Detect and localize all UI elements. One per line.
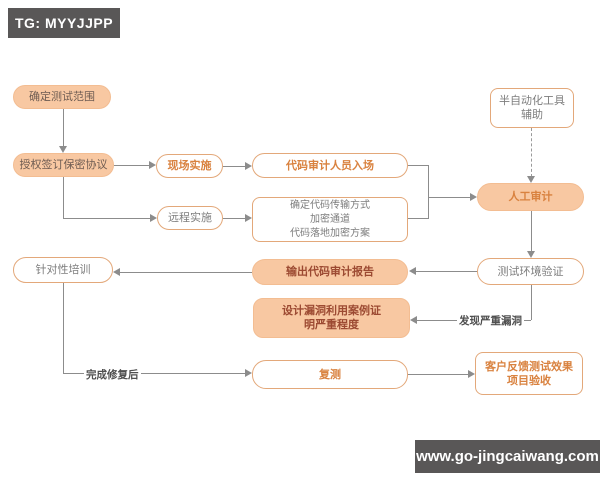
node-label: 授权签订保密协议 <box>19 159 108 171</box>
node-manual-audit: 人工审计 <box>477 183 584 211</box>
node-nda-authorization: 授权签订保密协议 <box>13 153 114 177</box>
arrow-left-icon <box>409 267 416 275</box>
arrow-right-icon <box>468 370 475 378</box>
node-retest: 复测 <box>252 360 408 389</box>
arrow-down-icon <box>527 176 535 183</box>
node-targeted-training: 针对性培训 <box>13 257 113 283</box>
node-label-line: 辅助 <box>521 109 543 121</box>
node-label: 输出代码审计报告 <box>286 266 374 278</box>
node-code-transfer-plan: 确定代码传输方式 加密通道 代码落地加密方案 <box>252 197 408 242</box>
edge-label-after-fix: 完成修复后 <box>84 367 141 382</box>
node-label: 人工审计 <box>508 191 553 203</box>
connector <box>223 218 246 219</box>
connector <box>408 374 469 375</box>
node-label-line: 加密通道 <box>310 213 350 225</box>
connector <box>223 166 246 167</box>
node-exploit-case-design: 设计漏洞利用案例证 明严重程度 <box>253 298 410 338</box>
node-test-scope: 确定测试范围 <box>13 85 111 109</box>
node-remote-implementation: 远程实施 <box>157 206 223 230</box>
connector <box>531 285 532 320</box>
connector <box>428 165 429 219</box>
connector <box>63 218 151 219</box>
node-auditor-entry: 代码审计人员入场 <box>252 153 408 178</box>
node-label-line: 半自动化工具 <box>499 95 565 107</box>
node-label: 针对性培训 <box>35 264 91 276</box>
arrow-right-icon <box>149 161 156 169</box>
connector <box>531 211 532 252</box>
arrow-right-icon <box>245 162 252 170</box>
arrow-left-icon <box>113 268 120 276</box>
arrow-right-icon <box>470 193 477 201</box>
telegram-badge: TG: MYYJJPP <box>8 8 120 38</box>
node-test-env-verification: 测试环境验证 <box>477 258 584 285</box>
website-watermark: www.go-jingcaiwang.com <box>415 440 600 473</box>
arrow-right-icon <box>245 214 252 222</box>
node-output-audit-report: 输出代码审计报告 <box>252 259 408 285</box>
node-label-line: 确定代码传输方式 <box>290 199 370 211</box>
connector <box>63 373 246 374</box>
node-label-line: 明严重程度 <box>304 319 359 331</box>
node-label-line: 客户反馈测试效果 <box>485 360 573 373</box>
arrow-right-icon <box>150 214 157 222</box>
connector <box>416 271 477 272</box>
connector <box>120 272 252 273</box>
node-label: 远程实施 <box>168 212 212 224</box>
node-semi-automated-tool: 半自动化工具 辅助 <box>490 88 574 128</box>
arrow-down-icon <box>59 146 67 153</box>
connector <box>408 218 428 219</box>
node-label: 确定测试范围 <box>29 91 95 103</box>
connector <box>428 197 471 198</box>
arrow-down-icon <box>527 251 535 258</box>
dashed-connector <box>531 128 532 177</box>
node-label: 代码审计人员入场 <box>286 159 374 172</box>
node-label: 测试环境验证 <box>497 265 564 278</box>
connector <box>63 177 64 218</box>
node-onsite-implementation: 现场实施 <box>156 154 223 178</box>
connector <box>408 165 428 166</box>
node-label-line: 项目验收 <box>507 374 551 387</box>
node-label-line: 代码落地加密方案 <box>290 227 370 239</box>
connector <box>63 283 64 373</box>
arrow-left-icon <box>410 316 417 324</box>
arrow-right-icon <box>245 369 252 377</box>
node-label: 复测 <box>319 368 341 381</box>
edge-label-severe-vuln: 发现严重漏洞 <box>457 313 524 328</box>
node-label: 现场实施 <box>167 160 212 172</box>
connector <box>114 165 150 166</box>
node-label-line: 设计漏洞利用案例证 <box>282 305 381 317</box>
node-client-acceptance: 客户反馈测试效果 项目验收 <box>475 352 583 395</box>
connector <box>63 109 64 147</box>
